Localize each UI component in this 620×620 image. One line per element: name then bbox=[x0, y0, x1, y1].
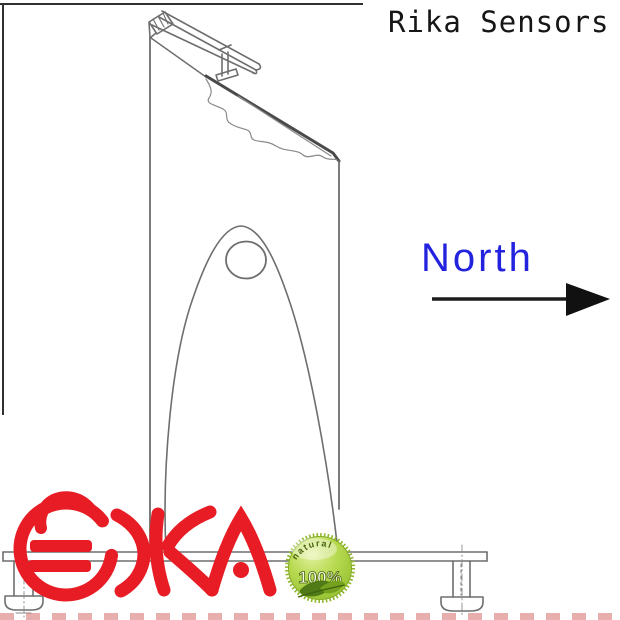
brand-watermark: Rika Sensors bbox=[388, 5, 610, 39]
bottom-dashed-line bbox=[0, 613, 620, 620]
arch-cutout bbox=[164, 225, 339, 553]
badge-leaves bbox=[297, 580, 346, 598]
right-bolt bbox=[440, 544, 484, 617]
frame-left-border bbox=[2, 3, 4, 415]
arrow-head bbox=[566, 283, 610, 316]
mounting-hole bbox=[225, 240, 267, 280]
north-label: North bbox=[421, 236, 534, 280]
mounting-rail bbox=[148, 10, 262, 82]
bracket-body bbox=[148, 22, 341, 553]
frame-top-border bbox=[0, 3, 363, 5]
